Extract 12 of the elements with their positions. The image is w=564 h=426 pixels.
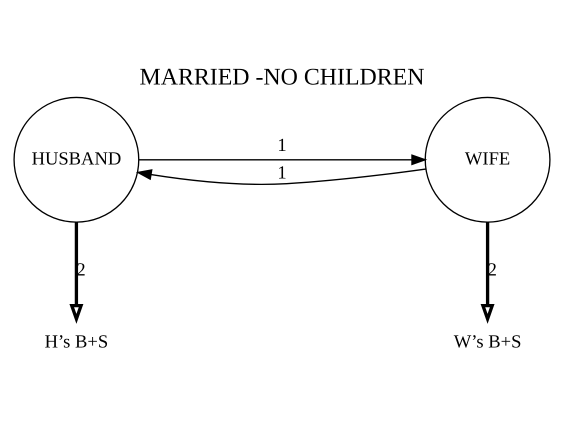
arrow	[480, 222, 495, 324]
edge-label: 1	[277, 162, 287, 184]
edge-label: 2	[488, 258, 497, 280]
arrow	[69, 222, 84, 324]
edge-label: 1	[277, 134, 287, 156]
node-text: W’s B+S	[454, 331, 522, 352]
arrow	[138, 154, 428, 165]
node-circle: HUSBAND	[13, 96, 140, 222]
arrow	[136, 168, 426, 185]
node-circle: WIFE	[424, 96, 551, 222]
diagram-title: MARRIED -NO CHILDREN	[140, 64, 424, 90]
node-text: H’s B+S	[44, 331, 108, 352]
